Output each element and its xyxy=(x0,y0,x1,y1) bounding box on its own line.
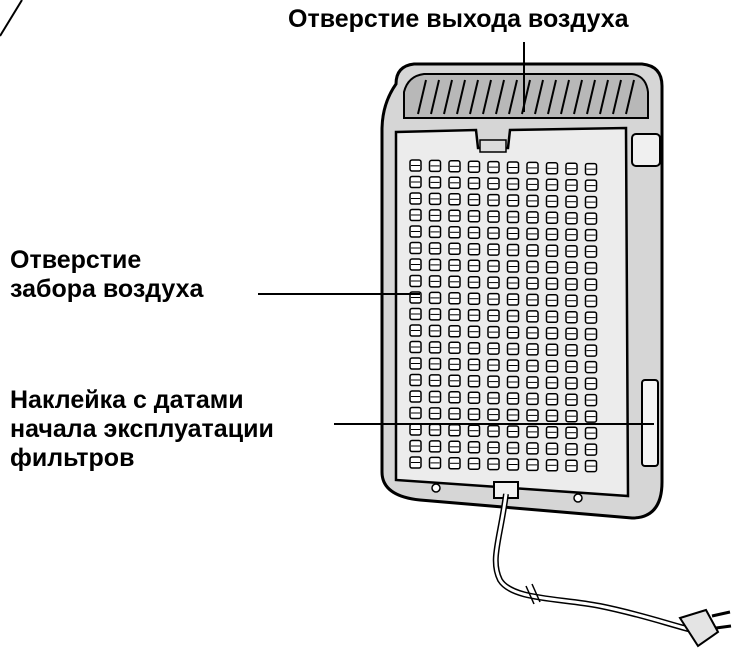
grille-slat xyxy=(443,79,453,115)
grille-slat xyxy=(534,79,544,115)
grille-slat xyxy=(508,79,518,115)
filter-date-sticker-label: Наклейка с датами начала эксплуатации фи… xyxy=(10,386,274,473)
sticker-label-line-1: Наклейка с датами xyxy=(10,386,244,414)
grille-slat xyxy=(417,79,427,115)
intake-vent-holes xyxy=(409,159,598,473)
grille-slat xyxy=(547,79,557,115)
exhaust-vent-label: Отверстие выхода воздуха xyxy=(288,5,629,33)
power-cord xyxy=(492,493,732,648)
sticker-label-line-2: начала эксплуатации xyxy=(10,415,274,443)
plug-icon xyxy=(678,608,732,648)
intake-label-line-1: Отверстие xyxy=(10,246,142,274)
corner-line xyxy=(0,0,23,37)
side-handle xyxy=(631,133,661,167)
grille-slat xyxy=(573,79,583,115)
grille-slat xyxy=(612,79,622,115)
grille-slat xyxy=(599,79,609,115)
grille-slat xyxy=(560,79,570,115)
air-purifier-unit xyxy=(380,62,664,520)
panel-tab xyxy=(479,139,507,153)
grille-slat xyxy=(495,79,505,115)
grille-slat xyxy=(625,79,635,115)
grille-slat xyxy=(482,79,492,115)
screw-right xyxy=(573,493,583,503)
sticker-label-line-3: фильтров xyxy=(10,444,135,472)
screw-left xyxy=(431,483,441,493)
intake-vent-label: Отверстие забора воздуха xyxy=(10,246,203,304)
grille-slat xyxy=(430,79,440,115)
grille-slat xyxy=(469,79,479,115)
intake-label-line-2: забора воздуха xyxy=(10,275,204,303)
grille-slat xyxy=(586,79,596,115)
grille-slat xyxy=(456,79,466,115)
